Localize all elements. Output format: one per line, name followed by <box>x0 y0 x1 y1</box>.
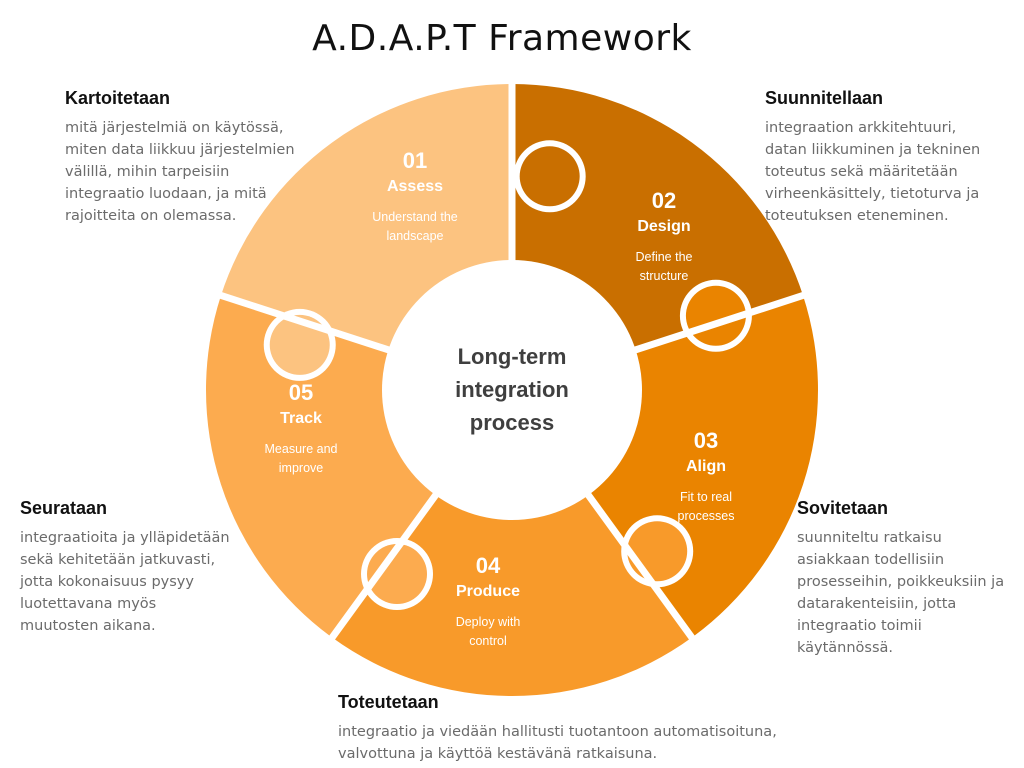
segment-divider <box>582 488 698 643</box>
segment-subtitle-line: structure <box>639 269 689 283</box>
segment-name: Produce <box>455 583 520 600</box>
segment-subtitle: Define the structure <box>589 248 739 286</box>
segment-divider <box>628 290 808 356</box>
segment-design-label: 02 Design Define the structure <box>589 188 739 286</box>
description-line: jotta kokonaisuus pysyy <box>20 574 194 590</box>
description-line: integraatioita ja ylläpidetään <box>20 530 230 546</box>
description-line: integraation arkkitehtuuri, <box>765 120 957 136</box>
description-track: Seurataan integraatioita ja ylläpidetään… <box>20 498 260 637</box>
center-line: Long-term <box>457 344 567 369</box>
description-text: integraatio ja viedään hallitusti tuotan… <box>338 721 828 765</box>
description-line: käytännössä. <box>797 640 894 656</box>
puzzle-knob <box>269 314 330 375</box>
description-text: integraation arkkitehtuuri, datan liikku… <box>765 117 1015 227</box>
segment-divider <box>326 488 442 643</box>
segment-subtitle-line: improve <box>278 461 324 475</box>
page-title: A.D.A.P.T Framework <box>312 18 692 59</box>
segment-divider <box>216 290 396 356</box>
segment-name: Align <box>686 458 726 475</box>
segment-align-label: 03 Align Fit to real processes <box>631 428 781 526</box>
segment-subtitle-line: Fit to real <box>679 490 733 504</box>
center-circle <box>382 260 642 520</box>
segment-number: 05 <box>288 380 314 405</box>
description-line: integraatio ja viedään hallitusti tuotan… <box>338 724 777 740</box>
segment-subtitle: Deploy with control <box>413 613 563 651</box>
segment-produce-label: 04 Produce Deploy with control <box>413 553 563 651</box>
description-line: sekä kehitetään jatkuvasti, <box>20 552 216 568</box>
description-heading: Sovitetaan <box>797 498 889 518</box>
segment-track-label: 05 Track Measure and improve <box>226 380 376 478</box>
description-heading: Toteutetaan <box>338 692 439 712</box>
description-line: suunniteltu ratkaisu <box>797 530 942 546</box>
description-line: integraatio toimii <box>797 618 922 634</box>
description-line: muutosten aikana. <box>20 618 156 634</box>
description-line: toteutuksen eteneminen. <box>765 208 949 224</box>
segment-name: Assess <box>386 178 444 195</box>
description-align: Sovitetaan suunniteltu ratkaisu asiakkaa… <box>797 498 1022 659</box>
description-text: mitä järjestelmiä on käytössä, miten dat… <box>65 117 325 227</box>
description-line: asiakkaan todellisiin <box>797 552 945 568</box>
segment-subtitle: Measure and improve <box>226 440 376 478</box>
puzzle-knob <box>519 146 580 207</box>
puzzle-knob <box>627 521 688 582</box>
segment-number: 02 <box>651 188 677 213</box>
puzzle-knob <box>367 544 428 605</box>
description-heading: Suunnitellaan <box>765 88 884 108</box>
description-line: välillä, mihin tarpeisiin <box>65 164 230 180</box>
segment-subtitle-line: landscape <box>386 229 444 243</box>
description-line: rajoitteita on olemassa. <box>65 208 237 224</box>
description-line: virheenkäsittely, tietoturva ja <box>765 186 980 202</box>
description-line: mitä järjestelmiä on käytössä, <box>65 120 284 136</box>
segment-subtitle-line: Deploy with <box>455 615 521 629</box>
description-line: toteutus sekä määritetään <box>765 164 958 180</box>
segment-subtitle: Understand the landscape <box>340 208 490 246</box>
description-line: valvottuna ja käyttöä kestävänä ratkaisu… <box>338 746 658 762</box>
description-design: Suunnitellaan integraation arkkitehtuuri… <box>765 88 1015 227</box>
segment-number: 01 <box>402 148 428 173</box>
description-produce: Toteutetaan integraatio ja viedään halli… <box>338 692 828 765</box>
description-text: integraatioita ja ylläpidetään sekä kehi… <box>20 527 260 637</box>
segment-subtitle-line: processes <box>677 509 735 523</box>
description-line: luotettavana myös <box>20 596 157 612</box>
description-heading: Seurataan <box>20 498 108 518</box>
segment-subtitle-line: Define the <box>635 250 693 264</box>
center-line: integration <box>455 377 569 402</box>
description-line: prosesseihin, poikkeuksiin ja <box>797 574 1005 590</box>
segment-name: Track <box>280 410 322 427</box>
description-text: suunniteltu ratkaisu asiakkaan todellisi… <box>797 527 1022 659</box>
description-assess: Kartoitetaan mitä järjestelmiä on käytös… <box>65 88 325 227</box>
segment-subtitle: Fit to real processes <box>631 488 781 526</box>
segment-assess-label: 01 Assess Understand the landscape <box>340 148 490 246</box>
center-label: Long-term integration process <box>412 340 612 439</box>
segment-subtitle-line: control <box>469 634 507 648</box>
segment-name: Design <box>637 218 691 235</box>
segment-align <box>332 493 692 697</box>
segment-number: 04 <box>475 553 501 578</box>
segment-number: 03 <box>693 428 719 453</box>
segment-subtitle-line: Understand the <box>372 210 458 224</box>
description-line: integraatio luodaan, ja mitä <box>65 186 267 202</box>
description-heading: Kartoitetaan <box>65 88 171 108</box>
segment-subtitle-line: Measure and <box>264 442 338 456</box>
description-line: miten data liikkuu järjestelmien <box>65 142 295 158</box>
description-line: datarakenteisiin, jotta <box>797 596 957 612</box>
description-line: datan liikkuminen ja tekninen <box>765 142 981 158</box>
center-line: process <box>469 410 555 435</box>
